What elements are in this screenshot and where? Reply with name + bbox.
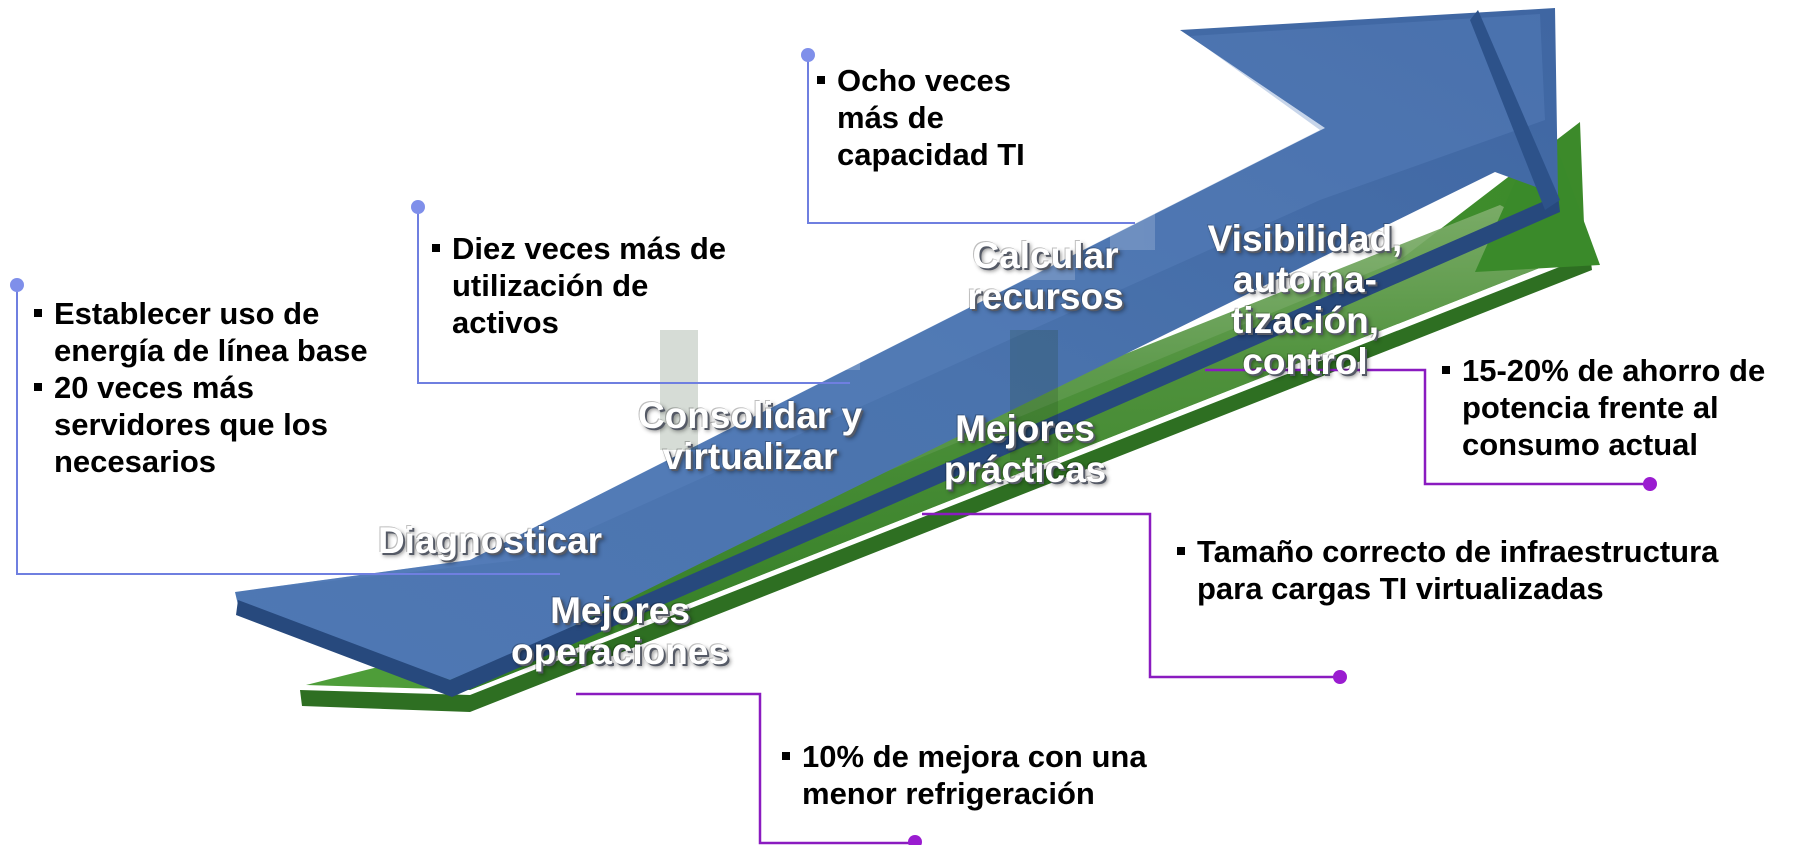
blue-arrow-head-side [1470, 10, 1560, 210]
purple-connector-tails [915, 482, 1800, 845]
note-calcular: Ocho veces más de capacidad TI [815, 62, 1055, 173]
stage-consolidar: Consolidar y virtualizar [637, 395, 863, 477]
stage-calcular: Calcular recursos [967, 235, 1124, 317]
note-item: 15-20% de ahorro de potencia frente al c… [1440, 352, 1800, 463]
stage-visibilidad: Visibilidad, automa-tización, control [1207, 218, 1403, 382]
note-item: Ocho veces más de capacidad TI [815, 62, 1055, 173]
connector-visibilidad [1205, 368, 1650, 486]
blue-arrow [235, 8, 1560, 697]
stage-mejores-operaciones: Mejores operaciones [511, 590, 729, 672]
note-operaciones: 10% de mejora con una menor refrigeració… [780, 738, 1220, 812]
blue-connector-dots [10, 48, 815, 292]
stage-diagnosticar: Diagnosticar [377, 520, 603, 561]
connector-operaciones [576, 692, 915, 845]
note-diagnosticar: Establecer uso de energía de línea base … [32, 295, 402, 480]
connector-calcular [807, 55, 1135, 224]
connector-practicas [922, 512, 1340, 679]
connector-consolidar [417, 207, 850, 384]
note-practicas: Tamaño correcto de infraestructura para … [1175, 533, 1755, 607]
note-item: 20 veces más servidores que los necesari… [32, 369, 402, 480]
note-item: 10% de mejora con una menor refrigeració… [780, 738, 1220, 812]
note-item: Diez veces más de utilización de activos [430, 230, 750, 341]
blue-arrow-top-highlight [250, 14, 1545, 590]
purple-connector-dots [908, 477, 1657, 845]
purple-connectors [576, 368, 1650, 845]
note-consolidar: Diez veces más de utilización de activos [430, 230, 750, 341]
connector-diagnosticar [16, 285, 560, 575]
background-texture [660, 140, 1155, 460]
blue-connectors [16, 55, 1135, 575]
note-visibilidad: 15-20% de ahorro de potencia frente al c… [1440, 352, 1800, 463]
note-item: Tamaño correcto de infraestructura para … [1175, 533, 1755, 607]
blue-arrow-top [235, 8, 1558, 680]
note-item: Establecer uso de energía de línea base [32, 295, 402, 369]
stage-mejores-practicas: Mejores prácticas [943, 408, 1107, 490]
